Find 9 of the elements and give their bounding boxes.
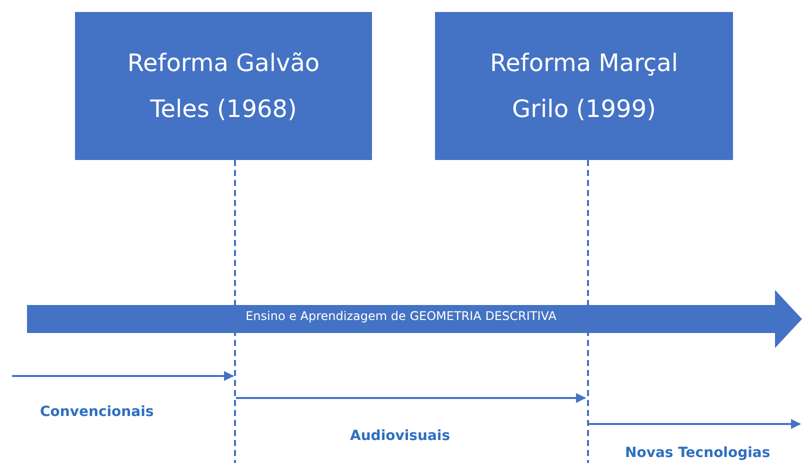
period-label: Convencionais — [40, 404, 154, 420]
period-label: Audiovisuais — [350, 428, 450, 444]
timeline-arrow — [27, 290, 802, 348]
dashed-line — [587, 160, 589, 463]
timeline-text: Ensino e Aprendizagem de GEOMETRIA DESCRITIVA — [246, 309, 556, 323]
reform-box: Reforma Galvão Teles (1968) — [75, 12, 372, 160]
reform-box: Reforma Marçal Grilo (1999) — [435, 12, 733, 160]
dashed-line — [234, 160, 236, 463]
period-label: Novas Tecnologias — [625, 445, 770, 461]
